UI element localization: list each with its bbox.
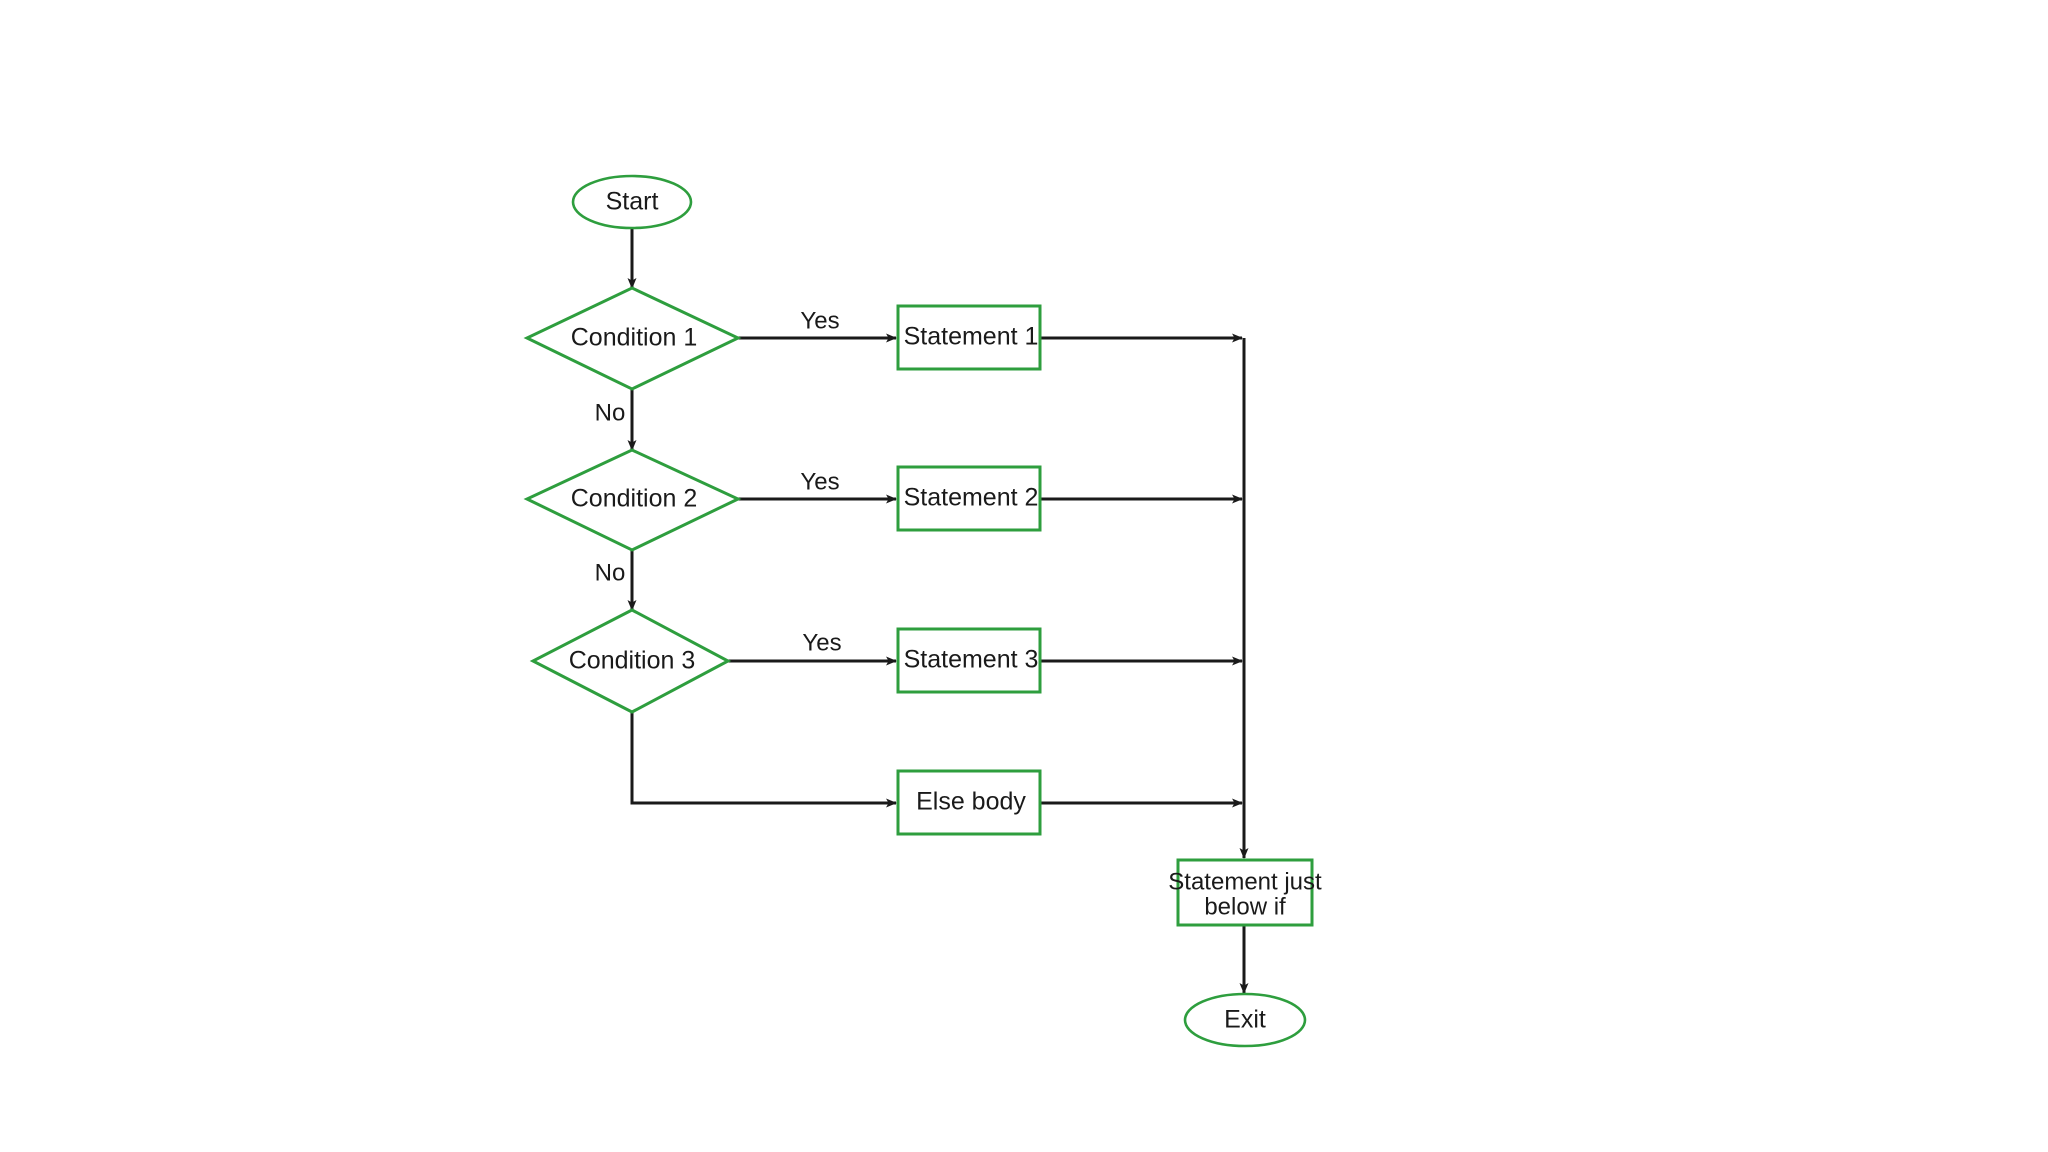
node-statement1-label: Statement 1	[904, 323, 1039, 351]
node-condition3-label: Condition 3	[569, 647, 695, 675]
node-after-if-label-line1: Statement just	[1168, 868, 1322, 895]
node-statement2-label: Statement 2	[904, 484, 1039, 512]
node-after-if[interactable]	[1176, 858, 1314, 927]
edge-label-yes-2: Yes	[800, 468, 839, 495]
edge-label-no-2: No	[595, 559, 626, 586]
edge-label-yes-3: Yes	[802, 629, 841, 656]
node-condition3[interactable]	[529, 608, 732, 714]
node-statement2[interactable]	[896, 465, 1042, 532]
node-statement3[interactable]	[896, 627, 1042, 694]
node-after-if-label-line2: below if	[1204, 893, 1286, 920]
edge-label-yes-1: Yes	[800, 307, 839, 334]
node-start-label: Start	[606, 188, 659, 216]
node-exit[interactable]	[1183, 992, 1307, 1048]
edge-condition3-to-else-body	[630, 712, 897, 808]
node-else-body[interactable]	[896, 769, 1042, 836]
node-condition1-label: Condition 1	[571, 324, 697, 352]
node-condition1[interactable]	[523, 286, 742, 391]
node-condition2[interactable]	[523, 448, 742, 552]
node-statement1[interactable]	[896, 304, 1042, 371]
node-start[interactable]	[571, 174, 693, 230]
node-condition2-label: Condition 2	[571, 485, 697, 513]
edge-label-no-1: No	[595, 399, 626, 426]
node-else-body-label: Else body	[916, 788, 1026, 816]
node-exit-label: Exit	[1224, 1006, 1266, 1034]
node-statement3-label: Statement 3	[904, 646, 1039, 674]
